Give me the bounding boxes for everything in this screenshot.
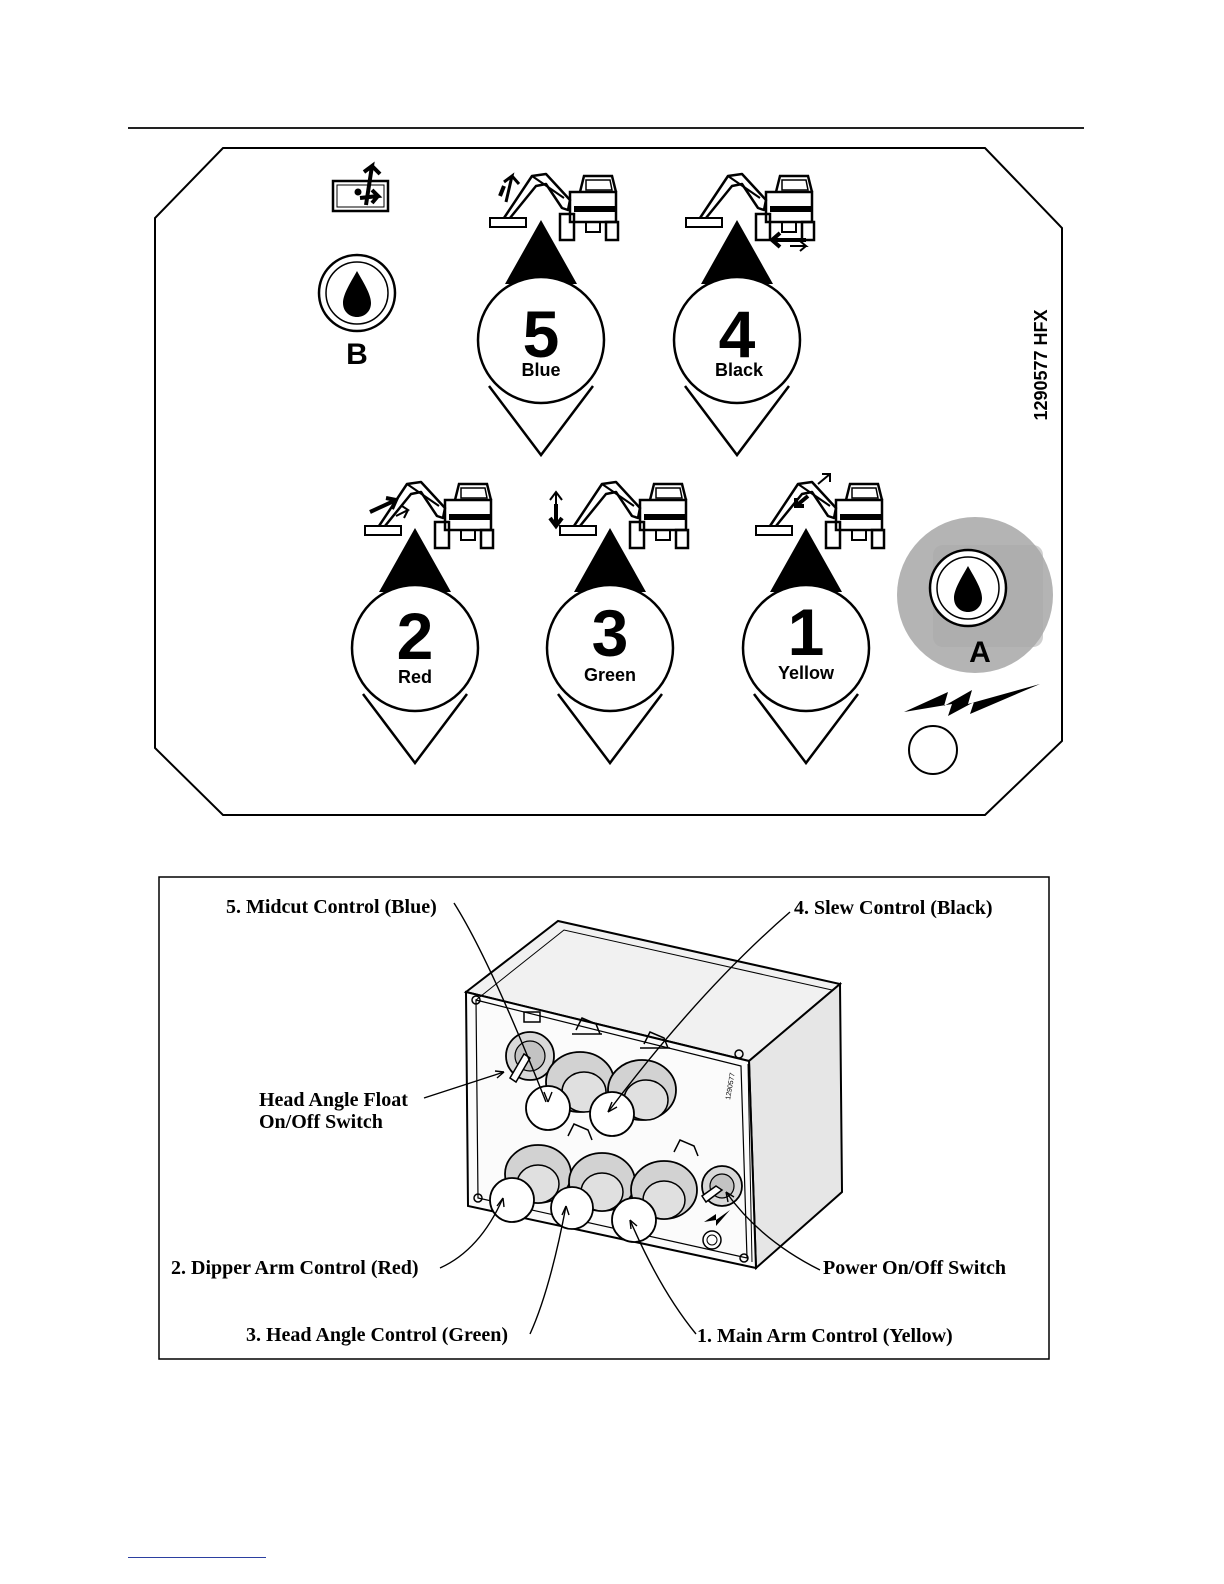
footer-link-rule: [128, 1557, 266, 1558]
control-5-color: Blue: [521, 360, 560, 380]
callout-midcut-control: 5. Midcut Control (Blue): [226, 896, 437, 918]
control-4-color: Black: [715, 360, 764, 380]
callout-head-angle-control: 3. Head Angle Control (Green): [246, 1324, 508, 1346]
callout-power-switch: Power On/Off Switch: [823, 1257, 1006, 1279]
slew-machine-icon: [686, 174, 814, 251]
callout-dipper-arm-control: 2. Dipper Arm Control (Red): [171, 1257, 419, 1279]
switch-a-letter: A: [969, 636, 991, 669]
control-1-color: Yellow: [778, 663, 835, 683]
float-mode-icon: [333, 166, 388, 211]
control-box-illustration: 1290577: [466, 921, 842, 1268]
midcut-machine-icon: [490, 174, 618, 240]
switch-b-letter: B: [346, 338, 368, 371]
callout-slew-control: 4. Slew Control (Black): [794, 897, 993, 919]
control-2-number: 2: [397, 599, 434, 673]
callout-main-arm-control: 1. Main Arm Control (Yellow): [697, 1325, 953, 1347]
lightning-icon: [904, 684, 1040, 716]
indicator-lamp: [909, 726, 957, 774]
head-angle-machine-icon: [550, 482, 688, 548]
callout-float-switch-line2: On/Off Switch: [259, 1111, 383, 1133]
dipper-machine-icon: [365, 482, 493, 548]
control-3-number: 3: [592, 596, 629, 670]
control-1-number: 1: [788, 595, 825, 669]
control-2-color: Red: [398, 667, 432, 687]
part-number: 1290577 HFX: [1031, 309, 1051, 420]
main-arm-machine-icon: [756, 474, 884, 548]
switch-b-symbol: [319, 255, 395, 331]
callout-float-switch-line1: Head Angle Float: [259, 1089, 408, 1111]
control-3-color: Green: [584, 665, 636, 685]
